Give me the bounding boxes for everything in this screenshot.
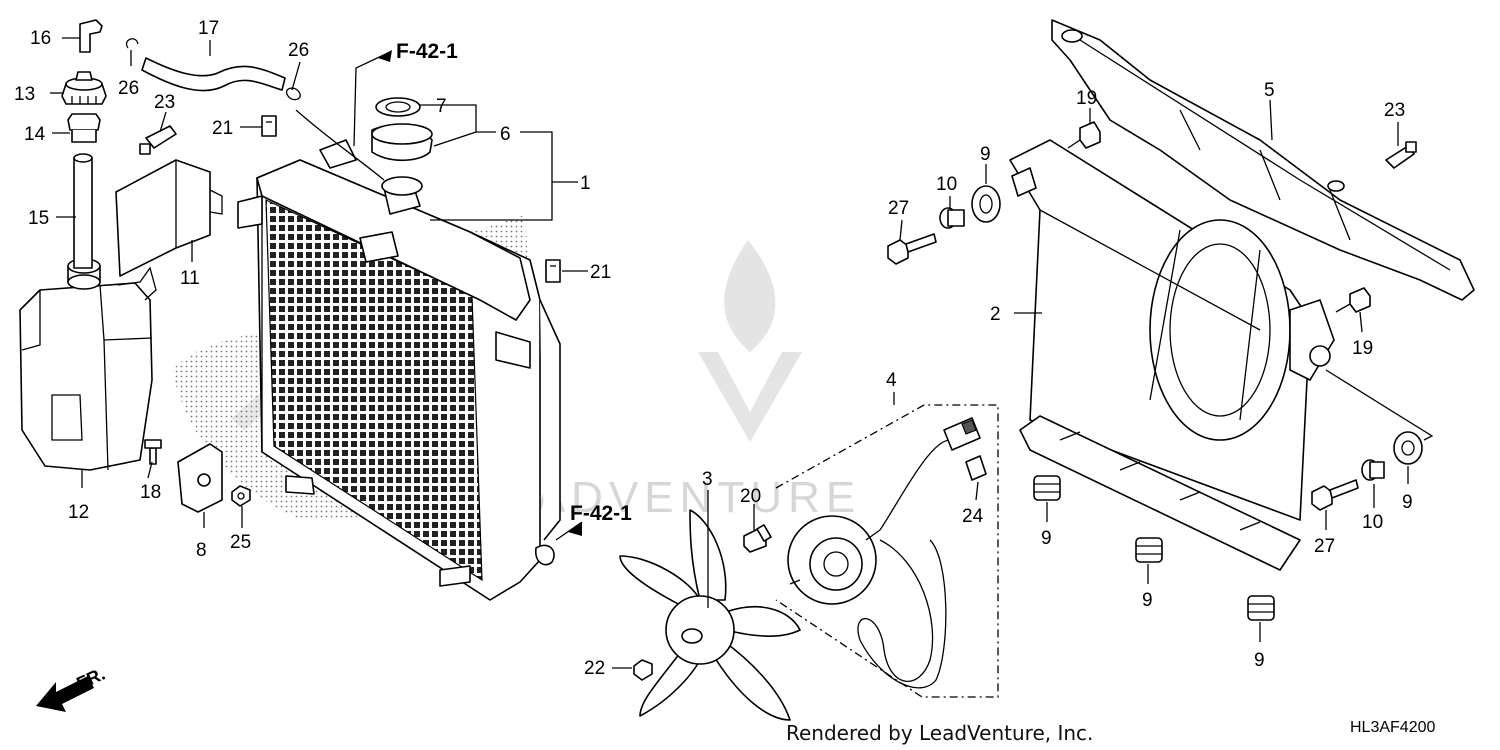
callout-2: 2 — [990, 304, 1001, 325]
callout-9-top: 9 — [980, 144, 991, 165]
callout-9-low1: 9 — [1041, 528, 1052, 549]
push-clip-23a — [139, 125, 177, 155]
grommet-9d — [1135, 537, 1163, 563]
callout-23-right: 23 — [1384, 100, 1405, 121]
nut-22 — [633, 659, 653, 681]
leader-lines — [50, 37, 1434, 669]
callout-16: 16 — [30, 28, 51, 49]
reference-arrow-top — [378, 50, 392, 62]
callout-13: 13 — [14, 84, 35, 105]
callout-10-right: 10 — [1362, 512, 1383, 533]
callout-11: 11 — [180, 268, 200, 289]
fan-shroud-2 — [1009, 139, 1335, 571]
callout-20: 20 — [740, 486, 761, 507]
mount-plate-8 — [177, 443, 223, 513]
grommet-9e — [1247, 595, 1275, 621]
push-clip-23b — [1385, 141, 1417, 169]
callout-4: 4 — [886, 370, 897, 391]
hose-clamp-26b — [285, 87, 301, 101]
reservoir-hose — [73, 153, 93, 269]
callout-22: 22 — [584, 658, 605, 679]
callout-6: 6 — [500, 124, 511, 145]
collar-10a — [939, 207, 965, 229]
radiator-cap-6 — [371, 123, 433, 162]
bolt-27b — [1311, 479, 1359, 511]
front-direction-arrow — [36, 676, 94, 712]
callout-24: 24 — [962, 506, 984, 527]
credit-text: Rendered by LeadVenture, Inc. — [786, 721, 1093, 745]
diagram-code: HL3AF4200 — [1350, 719, 1435, 736]
callout-17: 17 — [198, 18, 219, 39]
front-direction-label: FR. — [73, 664, 108, 694]
callout-27-top: 27 — [888, 198, 909, 219]
callout-5: 5 — [1264, 80, 1275, 101]
callout-21-top: 21 — [212, 118, 233, 139]
callout-21-right: 21 — [590, 262, 611, 283]
clip-24 — [965, 455, 987, 481]
breather-tube-16 — [79, 19, 103, 53]
cooling-fan-3 — [619, 509, 801, 721]
reference-label-top: F-42-1 — [396, 40, 458, 63]
clip-nut-21a — [261, 115, 277, 137]
grommet-9b — [1393, 431, 1423, 465]
callout-26-left: 26 — [118, 78, 139, 99]
callout-1: 1 — [580, 173, 591, 194]
guard-5 — [1051, 19, 1475, 301]
cap-seal-7 — [375, 97, 421, 117]
grommet-9c — [1033, 475, 1061, 501]
callout-12: 12 — [68, 502, 89, 523]
callout-18: 18 — [140, 482, 161, 503]
callout-14: 14 — [24, 124, 46, 145]
callout-15: 15 — [28, 208, 49, 229]
callout-9-right: 9 — [1402, 492, 1413, 513]
upper-hose-17 — [141, 57, 286, 92]
callout-9-low3: 9 — [1254, 650, 1265, 671]
callout-3: 3 — [702, 469, 713, 490]
collar-10b — [1361, 459, 1385, 481]
callout-27-right: 27 — [1314, 536, 1335, 557]
reference-arrow-mid — [568, 522, 582, 536]
bracket-11 — [115, 159, 223, 277]
bolt-19a — [1067, 121, 1101, 149]
callout-7: 7 — [436, 96, 447, 117]
callout-26-top: 26 — [288, 40, 309, 61]
fan-motor-4 — [787, 417, 981, 689]
callout-23-left: 23 — [154, 92, 175, 113]
bolt-18 — [144, 439, 162, 465]
clip-nut-21b — [545, 259, 561, 283]
callout-19-right: 19 — [1352, 338, 1373, 359]
bolt-19b — [1335, 287, 1371, 313]
callout-10-top: 10 — [936, 174, 957, 195]
radiator-core — [237, 159, 561, 601]
callout-9-low2: 9 — [1142, 590, 1153, 611]
callout-8: 8 — [196, 540, 207, 561]
bolt-27a — [887, 233, 937, 265]
bolt-20 — [743, 524, 772, 553]
callout-19-top: 19 — [1076, 88, 1097, 109]
grommet-14 — [67, 113, 101, 143]
callout-25: 25 — [230, 532, 251, 553]
reference-label-mid: F-42-1 — [570, 502, 632, 525]
reservoir-cap-13 — [61, 71, 107, 105]
reservoir-tank — [19, 258, 157, 471]
grommet-9a — [971, 185, 1001, 223]
nut-25 — [231, 485, 251, 507]
filler-neck — [295, 109, 423, 215]
hose-clamp-26a — [125, 38, 139, 49]
